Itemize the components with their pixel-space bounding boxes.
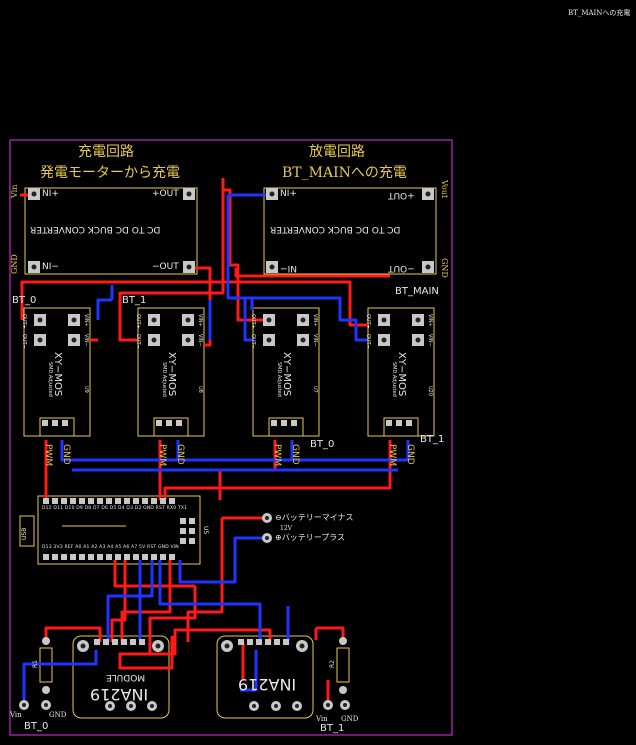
mosfet-u20-ref: U20 (427, 386, 433, 397)
mosfet-u8-vin-minus: VIN− (197, 334, 203, 347)
voltage-12v-label: 12V (280, 525, 292, 532)
mosfet-u8-vin-plus: VIN+ (197, 314, 203, 327)
mcu-usb-label: USB (21, 527, 28, 540)
buck-left-nin-minus: NI− (42, 262, 59, 272)
top-right-note: BT_MAINへの充電 (568, 9, 631, 17)
charge-circuit-subtitle: 発電モーターから充電 (40, 165, 180, 181)
discharge-circuit-subtitle: BT_MAINへの充電 (282, 165, 407, 181)
ina219-left-sub: MODULE (106, 672, 146, 682)
mosfet-u9-vin-plus: VIN+ (83, 314, 89, 327)
ina219-right-outline (216, 635, 314, 719)
mcu-outline (37, 495, 201, 565)
mosfet-u8-gnd: GND (175, 444, 185, 465)
bt1-label-top: BT_1 (122, 295, 147, 306)
mosfet-u20-gnd: GND (405, 444, 415, 465)
buck-right-out-plus: +OUT (388, 190, 415, 200)
buck-right-out-minus: −OUT (388, 263, 415, 273)
bt1-label-mid: BT_1 (420, 434, 445, 445)
vout-right-label: Vout (440, 180, 449, 199)
bt1-label-bottom: BT_1 (320, 723, 345, 734)
mosfet-u20-vin-minus: VIN− (427, 334, 433, 347)
mosfet-u7-gnd: GND (290, 444, 300, 465)
mosfet-u7-ref: U7 (312, 386, 318, 393)
bt0-label-mid: BT_0 (310, 439, 335, 450)
mosfet-u7-out-plus: OUT+ (250, 314, 256, 329)
buck-left-out-plus: +OUT (152, 189, 179, 199)
mosfet-u9-out-minus: OUT− (21, 334, 27, 349)
ina219-right-name: INA219 (238, 675, 297, 694)
gnd-bottom-right: GND (341, 715, 359, 723)
mosfet-u20-vin-plus: VIN+ (427, 314, 433, 327)
resistor-r1-label: R1 (32, 660, 39, 668)
bt0-label-top: BT_0 (12, 295, 37, 306)
buck-converter-right-outline (263, 187, 437, 275)
mosfet-u7-name: XY−MOS (281, 352, 292, 397)
mosfet-u7-vin-minus: VIN− (312, 334, 318, 347)
mosfet-u20-sub: SMD Adjusted (391, 362, 397, 397)
discharge-circuit-title: 放電回路 (309, 144, 365, 160)
vin-bottom-left: Vin (10, 711, 22, 719)
ina219-left-name: INA219 (90, 685, 149, 704)
buck-left-nin-plus: NI+ (42, 189, 59, 199)
mosfet-u8-out-plus: OUT+ (135, 314, 141, 329)
mosfet-u9-name: XY−MOS (52, 352, 63, 397)
mcu-ref: U5 (202, 526, 209, 535)
mosfet-u8-name: XY−MOS (166, 352, 177, 397)
vin-left-label: Vin (10, 184, 19, 198)
battery-plus-label: ⊕バッテリープラス (275, 533, 346, 542)
mosfet-u7-pwm: PWM (272, 444, 282, 467)
gnd-right-label: GND (440, 258, 449, 278)
mosfet-u20-name: XY−MOS (396, 352, 407, 397)
mosfet-u7-sub: SMD Adjusted (276, 362, 282, 397)
mosfet-u20-out-minus: OUT− (365, 334, 371, 349)
battery-minus-label: ⊖バッテリーマイナス (275, 513, 354, 522)
mosfet-u8-pwm: PWM (157, 444, 167, 467)
charge-circuit-title: 充電回路 (78, 144, 134, 160)
mcu-usb-outline (19, 515, 35, 547)
board-outline (9, 139, 453, 736)
mosfet-u8-out-minus: OUT− (135, 334, 141, 349)
mosfet-u20-out-plus: OUT+ (365, 314, 371, 329)
mosfet-u8-sub: SMD Adjusted (161, 362, 167, 397)
bt0-label-bottom: BT_0 (24, 721, 49, 732)
mcu-pins-top: D12 D11 D10 D9 D8 D7 D6 D5 D4 D3 D2 GND … (42, 506, 188, 511)
mosfet-u7-out-minus: OUT− (250, 334, 256, 349)
resistor-r2-outline (336, 647, 350, 683)
vin-bottom-right: Vin (316, 715, 328, 723)
mcu-pins-bottom: D13 3V3 REF A0 A1 A2 A3 A4 A5 A6 A7 5V R… (42, 545, 179, 550)
mosfet-u9-vin-minus: VIN− (83, 334, 89, 347)
mosfet-u9-sub: SMD Adjusted (47, 362, 53, 397)
mosfet-u9-pwm: PWM (43, 444, 53, 467)
buck-left-body-text: DC TO DC BUCK CONVERTER (30, 224, 161, 234)
buck-right-nin-plus: NI+ (280, 189, 297, 199)
mosfet-u9-gnd: GND (61, 444, 71, 465)
gnd-bottom-left: GND (49, 711, 67, 719)
gnd-left-label: GND (10, 254, 19, 274)
resistor-r2-label: R2 (329, 660, 336, 668)
mosfet-u20-pwm: PWM (387, 444, 397, 467)
mosfet-u9-ref: U9 (83, 386, 89, 393)
buck-converter-left-outline (24, 187, 198, 275)
mosfet-u9-out-plus: OUT+ (21, 314, 27, 329)
mosfet-u7-vin-plus: VIN+ (312, 314, 318, 327)
buck-right-nin-minus: NI− (280, 263, 297, 273)
bt-main-label: BT_MAIN (395, 286, 439, 297)
buck-left-out-minus: −OUT (152, 262, 179, 272)
buck-right-body-text: DC TO DC BUCK CONVERTER (270, 224, 401, 234)
mosfet-u8-ref: U8 (197, 386, 203, 393)
pads (19, 188, 434, 711)
